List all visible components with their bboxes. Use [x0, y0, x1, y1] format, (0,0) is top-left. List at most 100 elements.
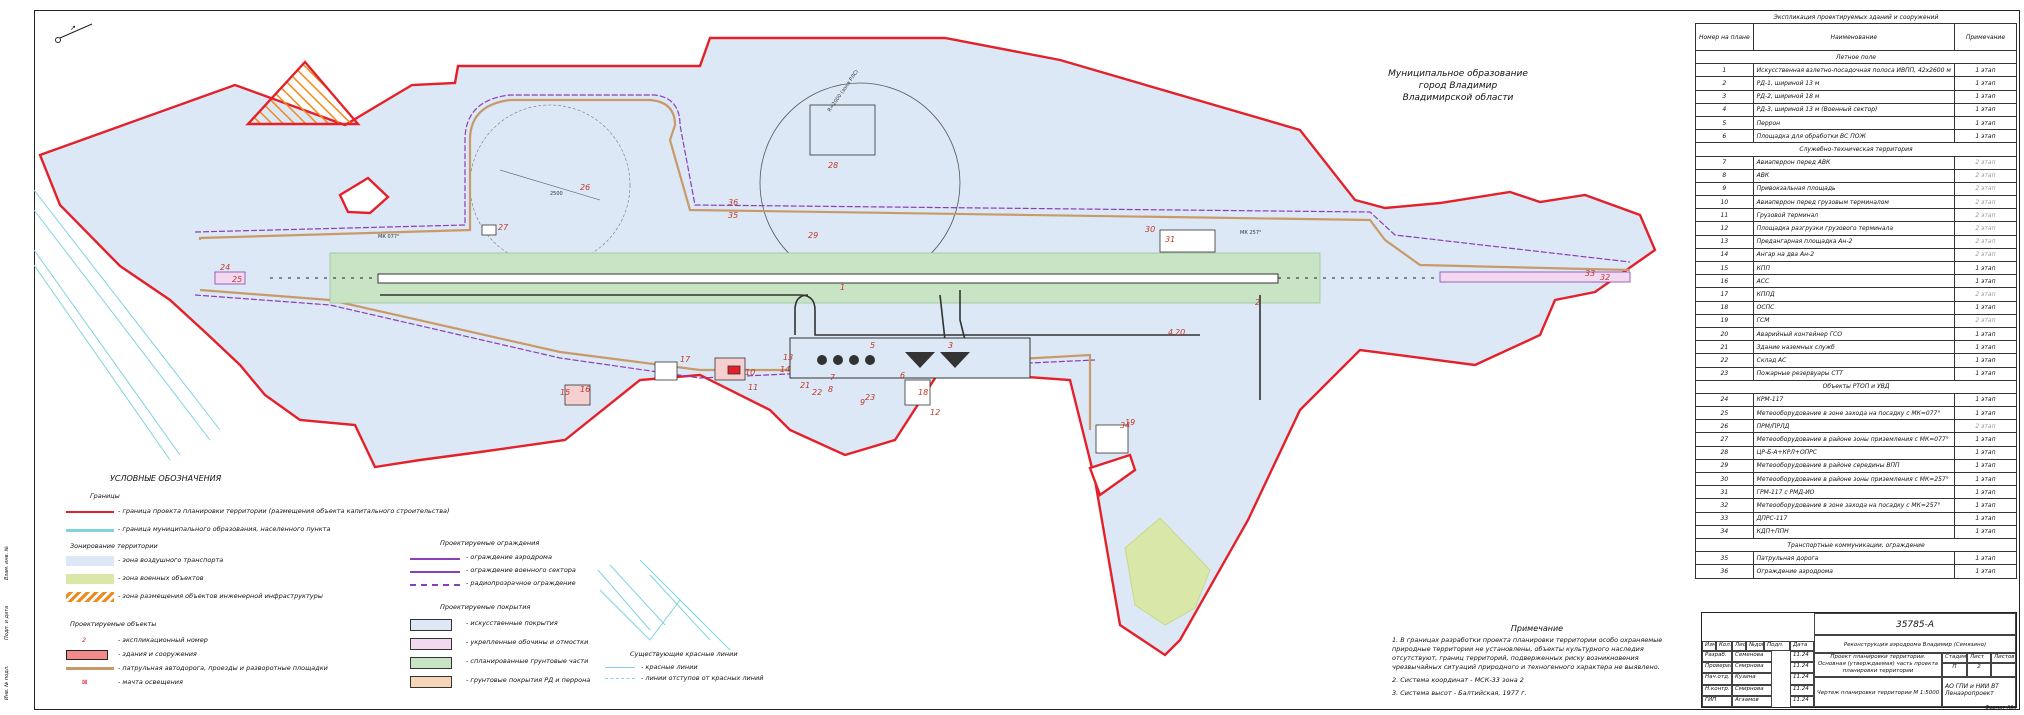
row-name: Ограждение аэродрома	[1752, 564, 1955, 579]
stamp-org1: АО ГПИ и НИИ ВТ	[1945, 683, 1999, 690]
row-number: 20	[1695, 326, 1754, 342]
col-num: Номер на плане	[1695, 23, 1754, 51]
label-21: 21	[800, 381, 810, 390]
legend-pav4: - грунтовые покрытия РД и перрона	[466, 676, 591, 684]
row-name: Аварийный контейнер ГСО	[1752, 326, 1955, 342]
row-note: 2 этап	[1953, 287, 2018, 302]
legend-obj3: - патрульная автодорога, проезды и разво…	[118, 664, 328, 672]
note-3: 3. Система высот - Балтийская, 1977 г.	[1392, 689, 1527, 697]
runway-label-east: МК 257°	[1240, 230, 1262, 236]
label-9: 9	[860, 398, 865, 407]
arc-label: 2500	[550, 191, 563, 197]
label-11: 11	[748, 383, 758, 392]
map-labels: 1 2 3 4 5 6 7 8 9 10 11 12 13 14 15 16 1…	[220, 161, 1610, 430]
label-8: 8	[828, 385, 833, 394]
label-24: 24	[220, 263, 230, 272]
engineering-zone	[245, 60, 361, 126]
col-note: Примечание	[1953, 23, 2018, 51]
label-4: 4	[1168, 328, 1173, 337]
legend-fences: Проектируемые ограждения - ограждение аэ…	[400, 535, 600, 705]
muni-line3: Владимирской области	[1402, 93, 1514, 103]
section-title: Транспортные коммуникации, ограждение	[1695, 537, 2017, 553]
label-19: 19	[1125, 418, 1135, 427]
stamp-stage-h: Стадия	[1942, 653, 1967, 663]
stamp-role-header: Изм.	[1702, 641, 1716, 651]
legend-fence3: - радиопрозрачное ограждение	[466, 579, 576, 587]
red-line-swatch	[605, 667, 635, 668]
building-swatch	[66, 650, 108, 660]
label-23: 23	[865, 393, 875, 402]
existing-road-lines	[33, 189, 711, 641]
row-note: 1 этап	[1953, 498, 2018, 513]
label-20: 20	[1175, 328, 1185, 337]
label-28: 28	[828, 161, 838, 170]
row-note: 2 этап	[1953, 168, 2018, 183]
military-zone	[1124, 517, 1211, 626]
label-3: 3	[948, 341, 953, 350]
stamp-role-header: Лист	[1732, 641, 1746, 651]
row-number: 21	[1695, 340, 1754, 355]
row-name: Перрон	[1752, 115, 1955, 131]
row-note: 2 этап	[1953, 208, 2018, 223]
label-1: 1	[840, 283, 845, 292]
legend-zone1: - зона воздушного транспорта	[118, 556, 224, 564]
label-15: 15	[560, 388, 570, 397]
fence-swatch	[410, 558, 460, 560]
row-number: 25	[1695, 406, 1754, 421]
row-note: 1 этап	[1953, 406, 2018, 421]
row-number: 32	[1695, 498, 1754, 513]
row-note: 1 этап	[1953, 89, 2018, 104]
label-2: 2	[1255, 298, 1260, 307]
stamp-role-header: Подп.	[1764, 641, 1790, 651]
row-note: 2 этап	[1953, 181, 2018, 197]
legend-fence1: - ограждение аэродрома	[466, 553, 552, 561]
row-name: АСС	[1752, 274, 1955, 289]
stamp-project: Реконструкция аэродрома Владимир (Семязи…	[1814, 635, 2016, 653]
row-name: Предангарная площадка Ан-2	[1752, 234, 1955, 249]
label-12: 12	[930, 408, 940, 417]
row-name: ГСМ	[1752, 313, 1955, 328]
label-13: 13	[783, 353, 793, 362]
row-name: ГРМ-117 с РМД-ИО	[1752, 485, 1955, 500]
drawing-frame	[34, 10, 2020, 710]
stamp-person-role: ГИП	[1702, 695, 1732, 707]
label-14: 14	[780, 365, 790, 374]
row-note: 1 этап	[1953, 274, 2018, 289]
row-name: Метеооборудование в районе середины ВПП	[1752, 458, 1955, 474]
legend-border1: - граница проекта планировки территории …	[118, 507, 450, 515]
row-name: Площадка разгрузки грузового терминала	[1752, 221, 1955, 236]
row-name: АВК	[1752, 168, 1955, 183]
legend-title: УСЛОВНЫЕ ОБОЗНАЧЕНИЯ	[110, 474, 222, 483]
label-33: 33	[1585, 269, 1595, 278]
row-note: 1 этап	[1953, 353, 2018, 368]
label-26: 26	[580, 183, 590, 192]
row-note: 2 этап	[1953, 195, 2018, 210]
row-number: 3	[1695, 89, 1754, 104]
row-note: 1 этап	[1953, 524, 2018, 539]
municipality-label: Муниципальное образование город Владимир…	[1368, 68, 1548, 104]
airport-zone-swatch	[66, 556, 114, 566]
section-title: Летное поле	[1695, 49, 2017, 65]
graded-swatch	[410, 657, 452, 669]
stamp-sheets-h: Листов	[1991, 653, 2016, 663]
label-16: 16	[580, 385, 590, 394]
runway	[377, 273, 1279, 284]
label-27: 27	[498, 223, 509, 232]
row-name: Склад АС	[1752, 353, 1955, 368]
label-7: 7	[830, 373, 836, 382]
row-note: 1 этап	[1953, 326, 2018, 342]
row-note: 2 этап	[1953, 221, 2018, 236]
row-note: 2 этап	[1953, 155, 2018, 170]
row-number: 2	[1695, 76, 1754, 91]
legend-obj-num: 2	[82, 636, 87, 644]
